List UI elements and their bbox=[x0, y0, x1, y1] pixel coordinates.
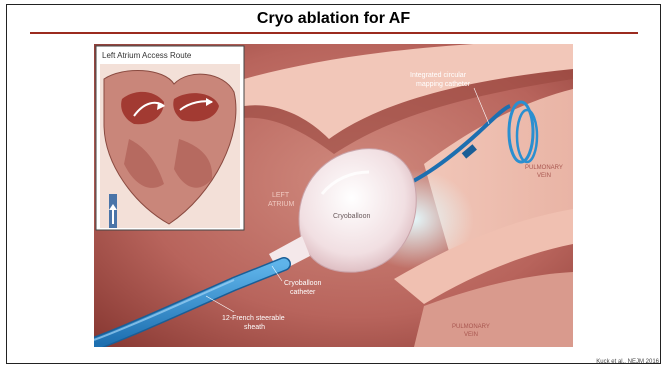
label-pulmonary-vein-lower-2: VEIN bbox=[464, 332, 478, 338]
label-cryoballoon: Cryoballoon bbox=[333, 213, 370, 220]
illustration-svg: Left Atrium Access Route Integrated circ… bbox=[94, 44, 573, 347]
label-cryoballoon-catheter-2: catheter bbox=[290, 289, 316, 296]
label-pulmonary-vein-upper-2: VEIN bbox=[537, 173, 551, 179]
label-sheath-1: 12-French steerable bbox=[222, 315, 285, 322]
label-pulmonary-vein-upper-1: PULMONARY bbox=[525, 165, 563, 171]
label-left-atrium-2: ATRIUM bbox=[268, 201, 294, 208]
label-mapping-catheter-1: Integrated circular bbox=[410, 72, 467, 79]
inset-title: Left Atrium Access Route bbox=[102, 51, 192, 60]
inset-heart bbox=[100, 64, 240, 228]
label-cryoballoon-catheter-1: Cryoballoon bbox=[284, 280, 321, 287]
label-pulmonary-vein-lower-1: PULMONARY bbox=[452, 324, 490, 330]
slide-title: Cryo ablation for AF bbox=[0, 10, 667, 28]
citation: Kuck et al., NEJM 2016 bbox=[596, 359, 659, 365]
label-left-atrium-1: LEFT bbox=[272, 192, 290, 199]
cryoablation-illustration: Left Atrium Access Route Integrated circ… bbox=[94, 44, 573, 347]
label-sheath-2: sheath bbox=[244, 324, 265, 331]
label-mapping-catheter-2: mapping catheter bbox=[416, 81, 471, 88]
title-rule bbox=[30, 32, 638, 34]
